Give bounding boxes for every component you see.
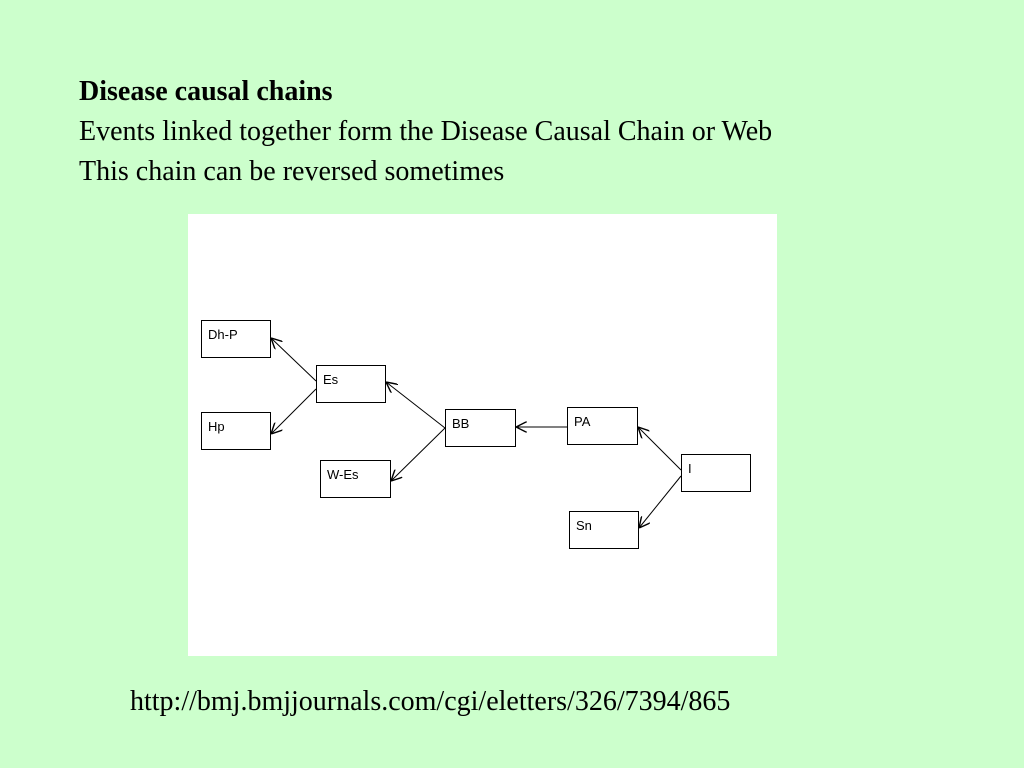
causal-chain-diagram: Dh-P Hp Es W-Es BB PA I Sn xyxy=(188,214,777,656)
edge-es-to-hp xyxy=(271,388,317,434)
node-wes: W-Es xyxy=(320,460,391,498)
node-sn: Sn xyxy=(569,511,639,549)
slide-heading: Disease causal chains xyxy=(79,76,333,107)
node-i: I xyxy=(681,454,751,492)
edge-es-to-dhp xyxy=(271,338,317,382)
slide-text: Disease causal chains Events linked toge… xyxy=(79,72,999,192)
edge-i-to-pa xyxy=(638,427,682,471)
slide-line-1: Events linked together form the Disease … xyxy=(79,116,773,147)
node-bb: BB xyxy=(445,409,516,447)
slide-line-2: This chain can be reversed sometimes xyxy=(79,156,505,187)
edge-bb-to-wes xyxy=(391,427,446,481)
source-url-link[interactable]: http://bmj.bmjjournals.com/cgi/eletters/… xyxy=(130,686,731,717)
node-es: Es xyxy=(316,365,386,403)
node-hp: Hp xyxy=(201,412,271,450)
node-dhp: Dh-P xyxy=(201,320,271,358)
edge-bb-to-es xyxy=(386,382,446,429)
diagram-edges xyxy=(188,214,682,656)
node-pa: PA xyxy=(567,407,638,445)
edge-i-to-sn xyxy=(639,475,682,528)
